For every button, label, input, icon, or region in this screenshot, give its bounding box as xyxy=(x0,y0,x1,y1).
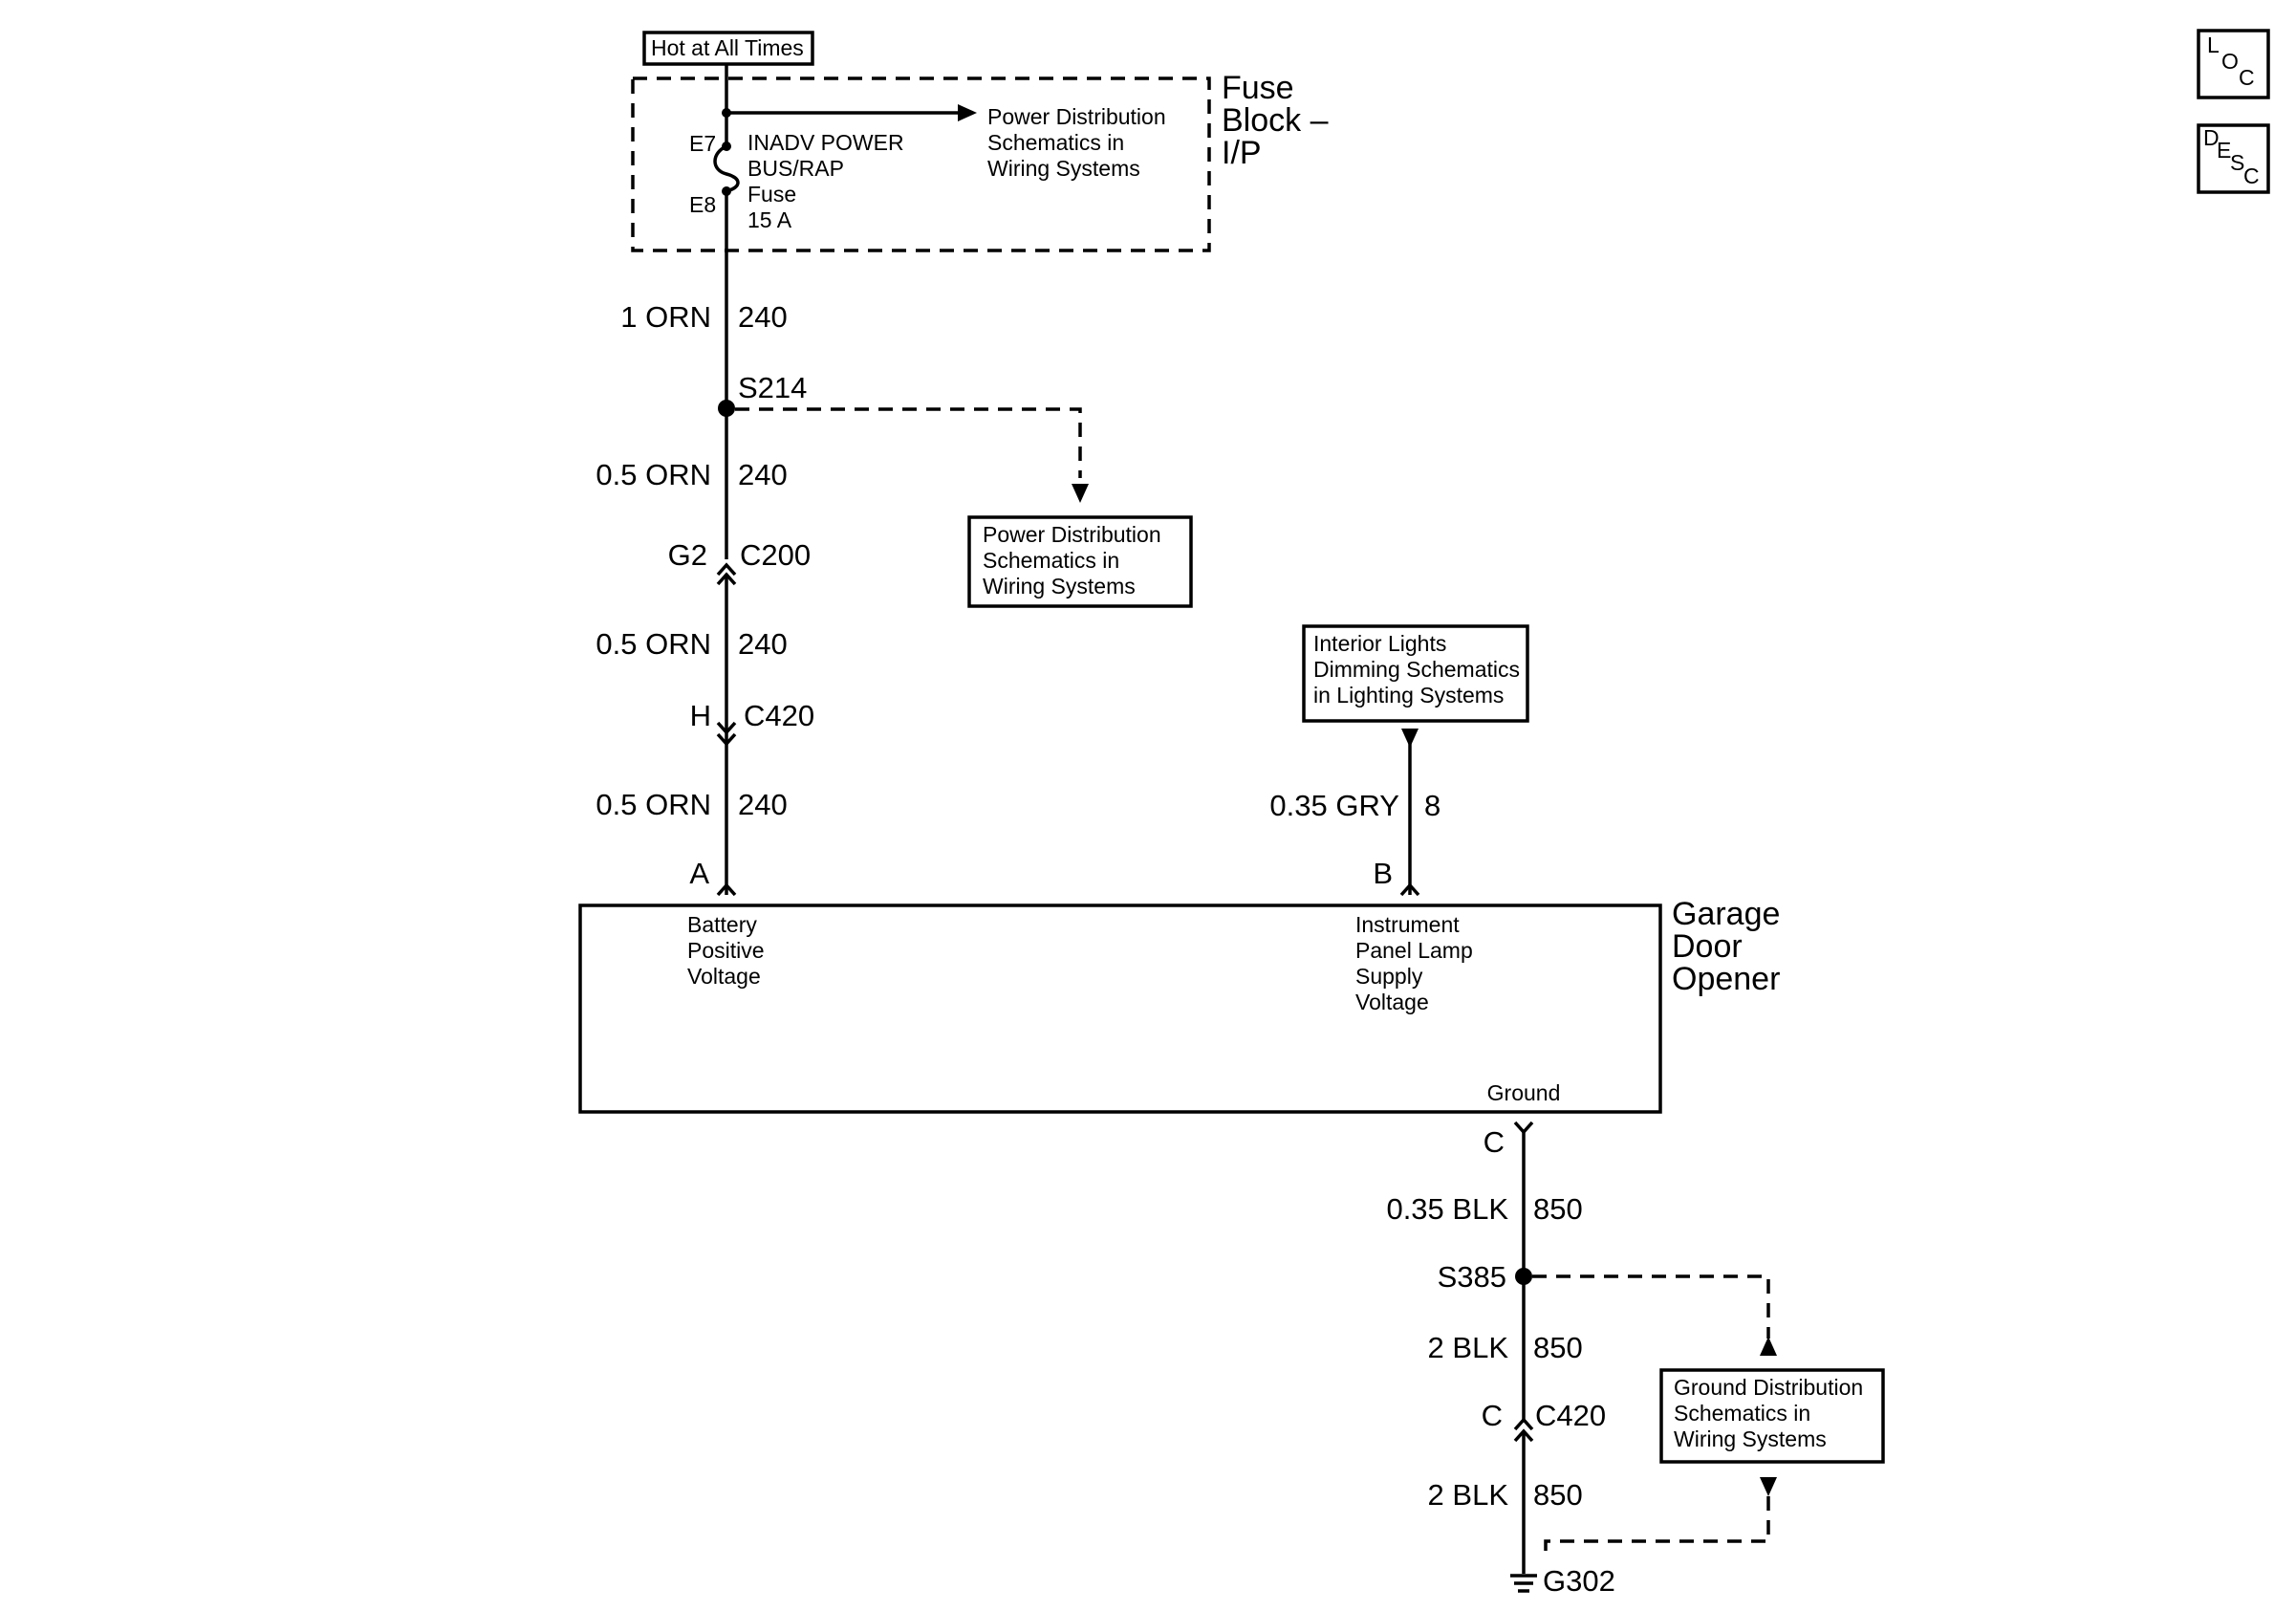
pin-a-terminal-icon xyxy=(716,882,737,897)
wire2-size-color: 0.5 ORN xyxy=(596,458,711,491)
wire3-circuit: 240 xyxy=(738,627,788,661)
ground-g302: G302 xyxy=(1543,1564,1615,1598)
loc-button-o: O xyxy=(2221,49,2239,74)
fuse-block-label-3: I/P xyxy=(1222,135,1262,171)
conn-c200-pin: G2 xyxy=(668,538,707,572)
desc-button-d: D xyxy=(2203,125,2220,150)
ref-interior-1: Interior Lights xyxy=(1313,631,1446,656)
pin-c-terminal-icon xyxy=(1513,1121,1534,1135)
conn-c420-top-name: C420 xyxy=(744,699,814,732)
desc-button[interactable]: D E S C xyxy=(2197,123,2270,194)
ref-ground-2: Schematics in xyxy=(1674,1401,1810,1426)
splice-s214-node xyxy=(718,400,735,417)
fuse-block-label-1: Fuse xyxy=(1222,70,1294,106)
pin-a-desc-2: Positive xyxy=(687,938,765,963)
pin-b-desc-3: Supply xyxy=(1355,964,1423,989)
loc-button[interactable]: L O C xyxy=(2197,29,2270,99)
ref-ground-1: Ground Distribution xyxy=(1674,1375,1863,1400)
loc-button-l: L xyxy=(2207,33,2220,57)
wire-gry-size-color: 0.35 GRY xyxy=(1269,789,1399,822)
dashed-branch-s385 xyxy=(1532,1274,1770,1339)
hot-label-box xyxy=(642,31,814,66)
dashed-branch-s214 xyxy=(735,407,1082,478)
arrow-up-icon xyxy=(1760,1337,1777,1356)
wire4-size-color: 0.5 ORN xyxy=(596,788,711,821)
fuse-block-outline xyxy=(631,76,1211,252)
splice-s385: S385 xyxy=(1438,1260,1506,1294)
fuse-icon xyxy=(713,144,740,193)
wire4-circuit: 240 xyxy=(738,788,788,821)
wire-gry-circuit: 8 xyxy=(1424,789,1440,822)
conn-c420-top-pin: H xyxy=(690,699,711,732)
wire1-size-color: 1 ORN xyxy=(620,300,711,334)
dashed-ground-ref xyxy=(1544,1496,1770,1558)
arrow-down-icon xyxy=(1760,1477,1777,1496)
pin-b-desc-4: Voltage xyxy=(1355,990,1429,1014)
ref-power-mid-1: Power Distribution xyxy=(983,522,1161,547)
pin-a-desc-1: Battery xyxy=(687,912,757,937)
pin-b-terminal-icon xyxy=(1399,882,1420,897)
fuse-type: Fuse xyxy=(747,182,796,207)
ground-icon xyxy=(1510,1574,1537,1593)
desc-button-e: E xyxy=(2217,138,2231,163)
wire5-circuit: 850 xyxy=(1533,1192,1583,1226)
wire7-size-color: 2 BLK xyxy=(1428,1478,1509,1512)
hot-label: Hot at All Times xyxy=(651,35,804,60)
wire6-circuit: 850 xyxy=(1533,1331,1583,1364)
arrow-down-icon xyxy=(1072,484,1089,503)
ref-ground-3: Wiring Systems xyxy=(1674,1426,1827,1451)
fuse-name-2: BUS/RAP xyxy=(747,156,844,181)
ref-interior-3: in Lighting Systems xyxy=(1313,683,1504,708)
ref-interior-box xyxy=(1302,624,1529,723)
fuse-block-label-2: Block – xyxy=(1222,102,1329,139)
ref-ground-box xyxy=(1659,1368,1885,1464)
pin-b-desc-1: Instrument xyxy=(1355,912,1460,937)
module-name-2: Door xyxy=(1672,928,1743,965)
ref-power-mid-3: Wiring Systems xyxy=(983,574,1136,599)
loc-button-c: C xyxy=(2239,65,2255,90)
ref-power-mid-2: Schematics in xyxy=(983,548,1119,573)
fuse-pin-e7: E7 xyxy=(689,131,716,156)
ref-interior-2: Dimming Schematics xyxy=(1313,657,1520,682)
wire1-circuit: 240 xyxy=(738,300,788,334)
desc-button-c: C xyxy=(2243,163,2260,188)
fuse-pin-e8: E8 xyxy=(689,192,716,217)
wire3-size-color: 0.5 ORN xyxy=(596,627,711,661)
wire6-size-color: 2 BLK xyxy=(1428,1331,1509,1364)
ground-desc: Ground xyxy=(1487,1080,1561,1105)
wire2-circuit: 240 xyxy=(738,458,788,491)
pin-b: B xyxy=(1373,857,1393,890)
conn-c420-bottom-name: C420 xyxy=(1535,1399,1606,1432)
wire5-size-color: 0.35 BLK xyxy=(1386,1192,1508,1226)
fuse-rating: 15 A xyxy=(747,207,792,232)
module-name-3: Opener xyxy=(1672,961,1780,997)
fuse-name-1: INADV POWER xyxy=(747,130,904,155)
wire7-circuit: 850 xyxy=(1533,1478,1583,1512)
splice-s385-node xyxy=(1515,1268,1532,1285)
conn-c200-name: C200 xyxy=(740,538,811,572)
ref-power-top-3: Wiring Systems xyxy=(987,156,1140,181)
arrow-right-icon xyxy=(958,104,977,121)
pin-c: C xyxy=(1484,1125,1505,1159)
garage-door-opener-module xyxy=(578,903,1662,1114)
module-name-1: Garage xyxy=(1672,896,1780,932)
pin-b-desc-2: Panel Lamp xyxy=(1355,938,1473,963)
ref-power-top-2: Schematics in xyxy=(987,130,1124,155)
ref-power-mid-box xyxy=(967,515,1193,608)
ref-power-top-1: Power Distribution xyxy=(987,104,1166,129)
splice-s214: S214 xyxy=(738,371,807,404)
desc-button-s: S xyxy=(2230,150,2244,175)
conn-c420-bottom-pin: C xyxy=(1482,1399,1503,1432)
pin-a-desc-3: Voltage xyxy=(687,964,761,989)
pin-a: A xyxy=(689,857,709,890)
